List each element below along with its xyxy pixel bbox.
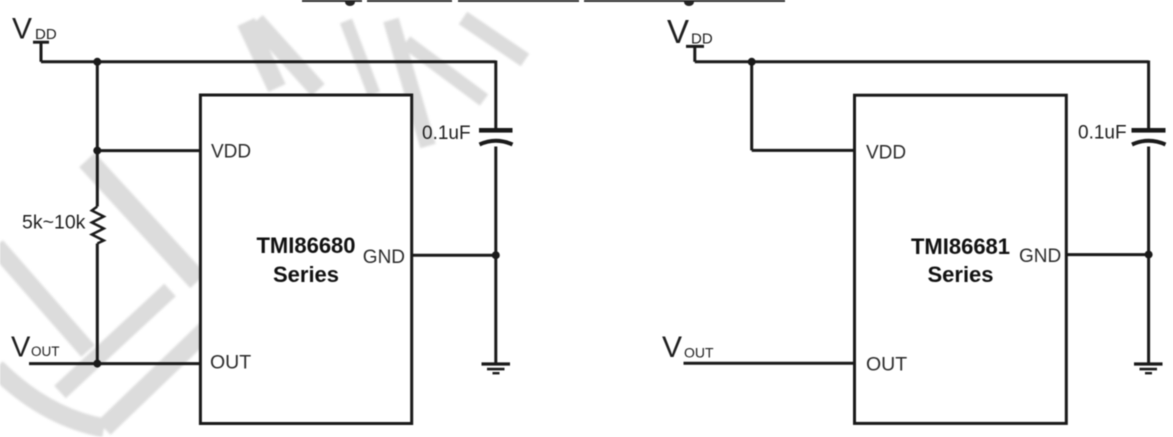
svg-text:OUT: OUT — [31, 344, 60, 359]
svg-text:OUT: OUT — [866, 354, 907, 376]
svg-text:TMI86680: TMI86680 — [256, 233, 355, 258]
svg-text:V: V — [12, 13, 32, 46]
svg-text:Series: Series — [927, 262, 993, 287]
svg-text:VDD: VDD — [866, 143, 906, 164]
svg-text:V: V — [11, 332, 31, 364]
svg-text:DD: DD — [691, 30, 713, 47]
svg-text:GND: GND — [363, 247, 405, 268]
svg-text:V: V — [662, 331, 682, 364]
svg-text:V: V — [667, 13, 689, 50]
svg-text:0.1uF: 0.1uF — [1078, 123, 1127, 144]
svg-text:TMI86681: TMI86681 — [911, 234, 1010, 259]
svg-text:OUT: OUT — [684, 345, 714, 361]
svg-text:GND: GND — [1019, 246, 1061, 267]
svg-text:0.1uF: 0.1uF — [422, 123, 471, 144]
svg-text:5k~10k: 5k~10k — [22, 212, 86, 234]
svg-text:VDD: VDD — [211, 142, 251, 163]
svg-text:DD: DD — [35, 26, 57, 43]
svg-text:OUT: OUT — [210, 352, 251, 374]
svg-text:Series: Series — [273, 262, 339, 287]
